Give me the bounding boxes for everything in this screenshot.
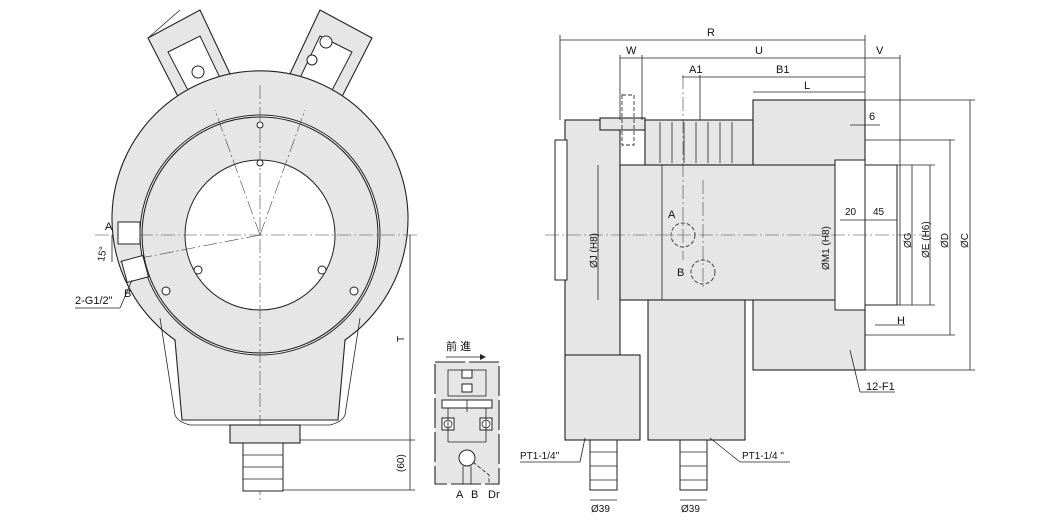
dim-12-f1: 12-F1 (866, 381, 895, 393)
circuit-port-a: A (456, 489, 464, 501)
circuit-title: 前 進 (446, 339, 471, 353)
port-a-fitting (117, 221, 141, 245)
outlet-stub (229, 424, 301, 444)
port-a-label: A (105, 221, 113, 233)
front-view: T (60) A B 15° 2-G1/2" (75, 9, 420, 500)
thread-label: 2-G1/2" (75, 295, 113, 307)
hose-right-dia: Ø39 (681, 504, 700, 515)
dim-w: W (626, 45, 637, 57)
circuit-port-dr: Dr (488, 489, 500, 501)
side-port-a: A (668, 209, 676, 221)
dia-e: ØE (H6) (921, 221, 932, 258)
hydraulic-circuit: 前 進 A B Dr (434, 339, 500, 501)
dim-6: 6 (869, 111, 875, 123)
port-b-fitting (120, 254, 150, 284)
dim-u: U (755, 45, 763, 57)
dim-60: (60) (396, 454, 407, 472)
side-view: R W U V A1 B1 L 6 20 45 H 12-F1 ØJ (H8) … (520, 27, 975, 515)
dim-20: 20 (845, 207, 857, 218)
dia-j: ØJ (H8) (589, 233, 600, 268)
dia-c: ØC (960, 233, 971, 248)
dia-m1: ØM1 (H8) (821, 226, 832, 270)
dim-45: 45 (873, 207, 885, 218)
circuit-port-b: B (471, 489, 478, 501)
hose-left-dia: Ø39 (591, 504, 610, 515)
side-port-b: B (677, 267, 684, 279)
port-b-label: B (124, 288, 131, 300)
pt-left-label: PT1-1/4" (520, 451, 560, 462)
dim-a1: A1 (689, 64, 702, 76)
dia-d: ØD (940, 233, 951, 248)
dim-v: V (876, 45, 884, 57)
dim-l: L (804, 80, 810, 92)
angle-label: 15° (96, 246, 109, 263)
dim-b1: B1 (776, 64, 789, 76)
dim-r: R (707, 27, 715, 39)
dim-t: T (396, 336, 407, 342)
pt-right-label: PT1-1/4 " (742, 451, 784, 462)
dim-h: H (897, 315, 905, 327)
dia-g: ØG (903, 232, 914, 248)
